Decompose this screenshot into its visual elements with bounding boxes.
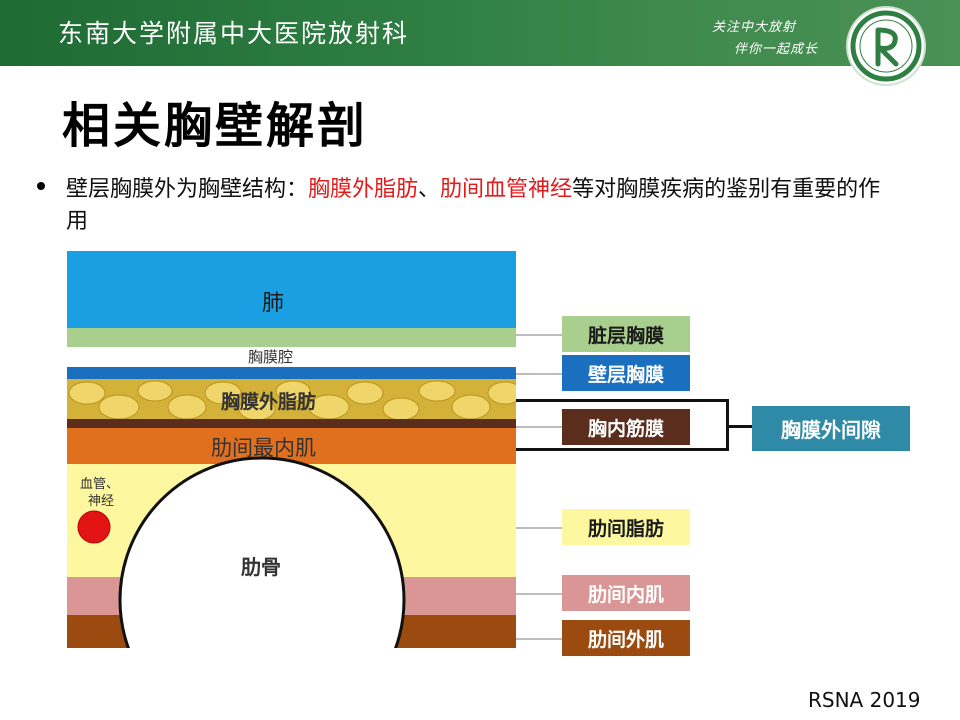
tag-intercostal-fat: 肋间脂肪 [562, 509, 690, 545]
slogan-line-1: 关注中大放射 [712, 20, 797, 35]
label-vessel-nerve-line1: 血管、 [80, 477, 120, 492]
footer-source: RSNA 2019 [808, 688, 921, 712]
slogan-line-2: 伴你一起成长 [734, 42, 819, 57]
label-pleural-cavity: 胸膜腔 [248, 348, 294, 366]
layer-extrapleural-fat [67, 379, 516, 419]
tag-visceral-pleura: 脏层胸膜 [562, 316, 690, 352]
bracket-bottom [516, 448, 728, 451]
label-innermost-intercostal: 肋间最内肌 [211, 436, 316, 460]
leader-line-visceral [516, 334, 562, 336]
layer-innermost-intercostal [67, 428, 516, 464]
leader-line-fascia [516, 426, 562, 428]
leader-line-parietal [516, 373, 562, 375]
bracket-top [516, 399, 728, 402]
bullet-marker [37, 182, 45, 190]
layer-lung [67, 251, 516, 328]
vessel-nerve-dot [77, 510, 111, 544]
layer-parietal-pleura [67, 367, 516, 379]
institution-name: 东南大学附属中大医院放射科 [58, 19, 410, 48]
tag-extrapleural-space: 胸膜外间隙 [752, 406, 910, 451]
tag-parietal-pleura: 壁层胸膜 [562, 355, 690, 391]
bullet-text: 壁层胸膜外为胸壁结构：胸膜外脂肪、肋间血管神经等对胸膜疾病的鉴别有重要的作用 [66, 174, 896, 238]
layer-endothoracic-fascia [67, 419, 516, 428]
bracket-connector [726, 425, 752, 428]
layer-pleural-cavity [67, 347, 516, 367]
label-lung: 肺 [262, 291, 285, 316]
leader-line-external [516, 638, 562, 640]
hospital-logo [848, 8, 924, 84]
logo-emblem-icon [850, 10, 922, 82]
bullet-separator: 、 [418, 177, 441, 202]
leader-line-intercostal-fat [516, 527, 562, 529]
label-rib: 肋骨 [241, 555, 281, 579]
tag-internal-intercostal: 肋间内肌 [562, 575, 690, 611]
tag-endothoracic-fascia: 胸内筋膜 [562, 409, 690, 445]
bullet-text-before: 壁层胸膜外为胸壁结构： [66, 177, 309, 202]
header-bar: 东南大学附属中大医院放射科 关注中大放射 伴你一起成长 [0, 0, 960, 66]
bullet-highlight-extrapleural-fat: 胸膜外脂肪 [308, 177, 419, 202]
leader-line-internal [516, 593, 562, 595]
bullet-text-after: 等对胸膜疾病的鉴别有重要的作用 [66, 177, 881, 234]
layer-visceral-pleura [67, 328, 516, 347]
label-extrapleural-fat: 胸膜外脂肪 [221, 391, 317, 413]
fat-globules-texture [68, 380, 516, 419]
label-vessel-nerve-line2: 神经 [88, 494, 115, 509]
bullet-highlight-intercostal-vessels: 肋间血管神经 [440, 177, 573, 202]
tag-external-intercostal: 肋间外肌 [562, 620, 690, 656]
page-title: 相关胸壁解剖 [62, 98, 369, 154]
